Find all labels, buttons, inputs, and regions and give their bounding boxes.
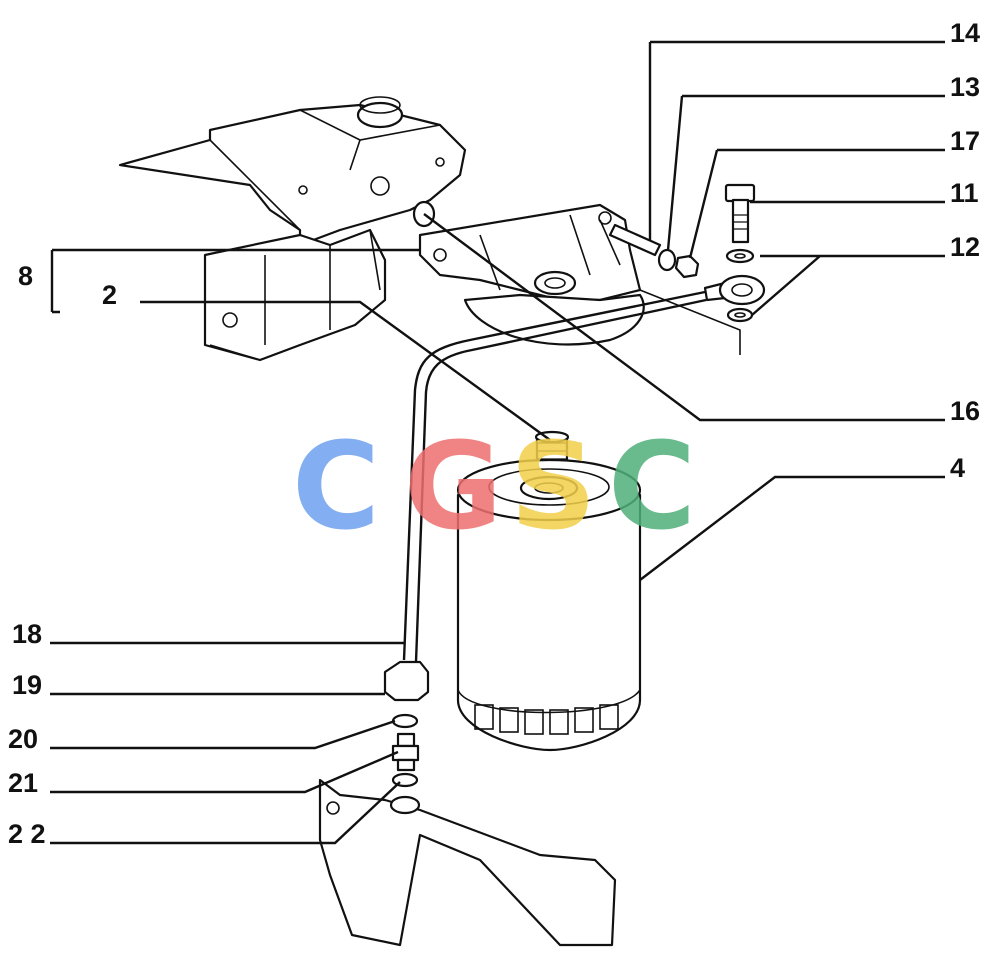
callout-8: 8 bbox=[18, 261, 33, 291]
bracket-assembly bbox=[118, 96, 741, 362]
oil-filter-4 bbox=[456, 458, 642, 752]
callout-14: 14 bbox=[950, 18, 980, 48]
callout-2: 2 bbox=[102, 280, 117, 310]
watermark-letter-1: C bbox=[292, 418, 380, 557]
oil-pipe-18 bbox=[402, 290, 707, 663]
washer-12-upper bbox=[725, 248, 755, 264]
callout-20: 20 bbox=[8, 724, 38, 754]
callout-11: 11 bbox=[950, 178, 979, 208]
washer-12-lower bbox=[726, 307, 754, 323]
watermark-letter-2: G bbox=[404, 418, 503, 557]
nut-19 bbox=[383, 660, 430, 702]
washer-13 bbox=[657, 248, 677, 272]
callout-22: 2 2 bbox=[8, 819, 46, 849]
washer-20 bbox=[391, 713, 419, 729]
bolt-14 bbox=[608, 223, 662, 257]
bolt-11 bbox=[724, 183, 756, 244]
callout-labels: 14 13 17 11 12 8 2 16 4 18 19 20 21 2 2 bbox=[8, 18, 980, 849]
watermark-letter-4: C bbox=[608, 418, 696, 557]
callout-12: 12 bbox=[950, 232, 980, 262]
nut-17 bbox=[674, 254, 700, 279]
banjo-fitting bbox=[703, 274, 766, 306]
leader-lines bbox=[50, 40, 945, 845]
watermark-letter-3: S bbox=[510, 418, 596, 557]
watermark: C G S C bbox=[292, 418, 696, 557]
callout-16: 16 bbox=[950, 396, 980, 426]
lower-bracket bbox=[318, 778, 617, 947]
callout-4: 4 bbox=[950, 453, 965, 483]
callout-13: 13 bbox=[950, 72, 980, 102]
callout-17: 17 bbox=[950, 126, 980, 156]
callout-18: 18 bbox=[12, 619, 42, 649]
callout-19: 19 bbox=[12, 670, 42, 700]
callout-21: 21 bbox=[8, 768, 38, 798]
